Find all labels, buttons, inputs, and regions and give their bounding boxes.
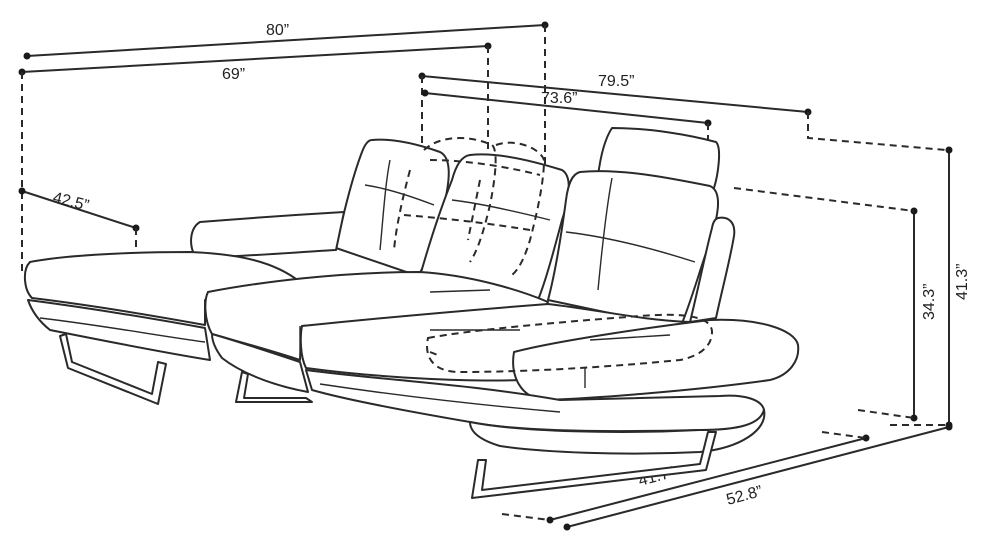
dimension-seat-depth <box>501 431 870 524</box>
dimension-overall-width <box>23 21 549 175</box>
alternate-position-outlines <box>393 137 714 374</box>
back-cushion-right <box>547 170 720 329</box>
sofa-illustration <box>24 127 800 499</box>
front-base-lower <box>469 409 766 455</box>
chaise-leg <box>59 333 167 405</box>
label-back-width: 69” <box>222 66 245 83</box>
label-overall-width: 80” <box>266 22 289 39</box>
label-overall-height: 41.3” <box>954 264 971 300</box>
label-overall-depth: 52.8” <box>725 483 765 509</box>
front-leg <box>471 431 717 499</box>
label-chaise-depth: 42.5” <box>51 189 90 214</box>
dimension-seat-height <box>733 187 949 426</box>
chaise-base <box>27 299 211 361</box>
middle-base <box>211 333 309 393</box>
middle-leg <box>235 371 313 403</box>
label-right-width: 79.5” <box>598 73 634 90</box>
left-armrest <box>190 211 345 259</box>
label-right-inner-width: 73.6” <box>541 90 577 107</box>
dimension-overall-depth <box>563 423 953 531</box>
label-seat-height: 34.3” <box>921 284 938 320</box>
back-cushion-center <box>419 153 570 301</box>
dimension-overall-height <box>945 146 953 429</box>
